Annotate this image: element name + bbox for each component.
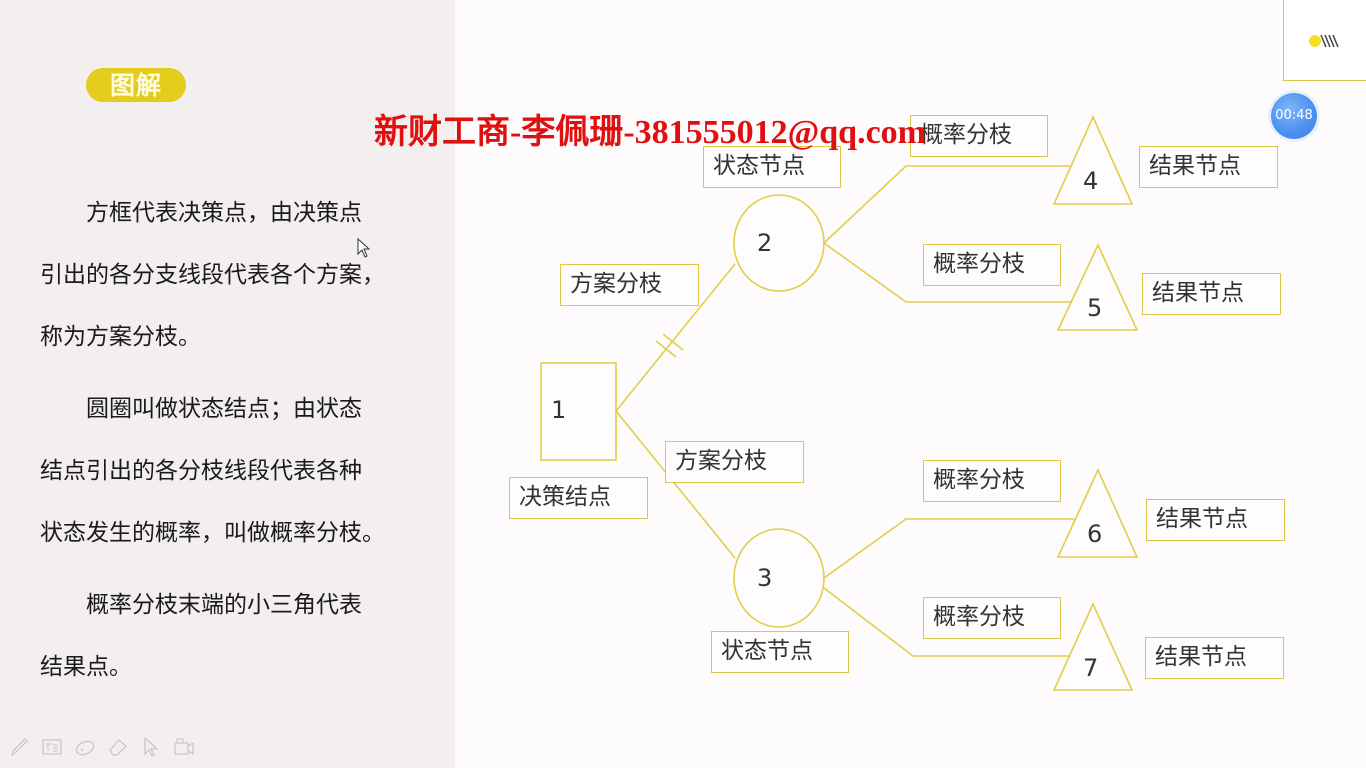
recording-indicator-icon bbox=[1309, 34, 1339, 48]
state-node-label-lower: 状态节点 bbox=[711, 631, 849, 673]
decision-node-label: 决策结点 bbox=[509, 477, 648, 519]
result-node-label-5: 结果节点 bbox=[1142, 273, 1281, 315]
branch-label-lower: 方案分枝 bbox=[665, 441, 804, 483]
probability-branch-label-4: 概率分枝 bbox=[923, 597, 1061, 639]
recording-timer[interactable]: 00:48 bbox=[1271, 93, 1317, 139]
recorder-widget[interactable] bbox=[1283, 0, 1366, 81]
result-node-label-7: 结果节点 bbox=[1145, 637, 1284, 679]
pointer-icon[interactable] bbox=[140, 736, 162, 758]
probability-branch-label-2: 概率分枝 bbox=[923, 244, 1061, 286]
paragraph-line: 称为方案分枝。 bbox=[40, 324, 201, 350]
state-node-label-upper: 状态节点 bbox=[703, 146, 841, 188]
paragraph-result: 概率分枝末端的小三角代表 结果点。 bbox=[40, 574, 440, 698]
result-node-5: 5 bbox=[1087, 294, 1103, 322]
paragraph-decision: 方框代表决策点，由决策点 引出的各分支线段代表各个方案， 称为方案分枝。 bbox=[40, 182, 440, 368]
eraser-icon[interactable] bbox=[107, 736, 129, 758]
paragraph-line: 结果点。 bbox=[40, 654, 132, 680]
slide-text-panel: 图解 方框代表决策点，由决策点 引出的各分支线段代表各个方案， 称为方案分枝。 … bbox=[0, 0, 455, 768]
mouse-cursor-icon bbox=[357, 238, 371, 258]
paragraph-line: 方框代表决策点，由决策点 bbox=[86, 200, 362, 226]
paragraph-line: 概率分枝末端的小三角代表 bbox=[86, 592, 362, 618]
result-node-7: 7 bbox=[1083, 654, 1099, 682]
pen-icon[interactable] bbox=[8, 736, 30, 758]
branch-label-upper: 方案分枝 bbox=[560, 264, 699, 306]
highlighter-icon[interactable] bbox=[74, 736, 96, 758]
watermark-text: 新财工商-李佩珊-381555012@qq.com bbox=[374, 114, 927, 151]
probability-branch-label-3: 概率分枝 bbox=[923, 460, 1061, 502]
result-node-6: 6 bbox=[1087, 520, 1103, 548]
paragraph-state: 圆圈叫做状态结点；由状态 结点引出的各分枝线段代表各种 状态发生的概率，叫做概率… bbox=[40, 378, 440, 564]
result-node-4: 4 bbox=[1083, 167, 1099, 195]
state-node-3: 3 bbox=[757, 564, 773, 592]
paragraph-line: 引出的各分支线段代表各个方案， bbox=[40, 262, 385, 288]
paragraph-line: 状态发生的概率，叫做概率分枝。 bbox=[40, 520, 385, 546]
text-box-icon[interactable] bbox=[41, 736, 63, 758]
annotation-toolbar bbox=[8, 734, 195, 760]
result-node-label-6: 结果节点 bbox=[1146, 499, 1285, 541]
paragraph-line: 结点引出的各分枝线段代表各种 bbox=[40, 458, 362, 484]
result-node-label-4: 结果节点 bbox=[1139, 146, 1278, 188]
paragraph-line: 圆圈叫做状态结点；由状态 bbox=[86, 396, 362, 422]
state-node-2: 2 bbox=[757, 229, 773, 257]
camera-icon[interactable] bbox=[173, 736, 195, 758]
probability-branch-label-1: 概率分枝 bbox=[910, 115, 1048, 157]
decision-node-1: 1 bbox=[551, 396, 567, 424]
diagram-badge: 图解 bbox=[86, 68, 186, 102]
